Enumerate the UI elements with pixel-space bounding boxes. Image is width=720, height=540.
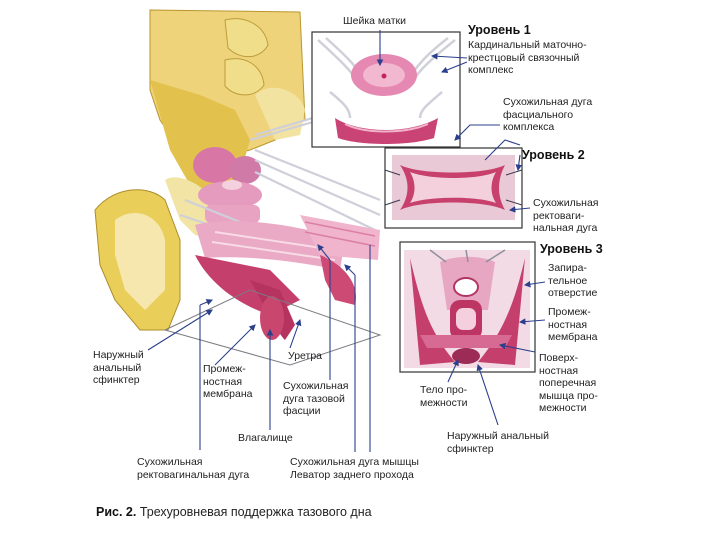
label-perineal-membrane-right: Промеж- ностная мембрана <box>548 306 598 343</box>
caption-figure-number: Рис. 2. <box>96 505 137 519</box>
label-anal-sphincter-right: Наружный анальный сфинктер <box>447 430 549 455</box>
label-fascial-arch: Сухожильная дуга фасциального комплекса <box>503 96 593 133</box>
level2-inset <box>384 147 523 229</box>
figure-caption: Рис. 2. Трехуровневая поддержка тазового… <box>96 505 372 519</box>
label-level1-desc: Кардинальный маточно- крестцовый связочн… <box>468 39 587 76</box>
label-perineal-membrane-left: Промеж- ностная мембрана <box>203 363 253 400</box>
label-cervix: Шейка матки <box>343 15 407 27</box>
sacrum-vertebrae <box>224 18 269 96</box>
label-level1: Уровень 1 <box>468 23 531 37</box>
label-rectovaginal-arch-bottom: Сухожильная ректовагинальная дуга <box>137 456 250 481</box>
leader-lines <box>147 30 546 452</box>
levator-muscle <box>195 255 356 340</box>
label-anal-sphincter-left: Наружный анальный сфинктер <box>93 349 144 386</box>
label-rectovaginal-arch-right: Сухожильная ректоваги- нальная дуга <box>533 197 599 234</box>
label-vagina: Влагалище <box>238 432 293 444</box>
label-pelvic-fascia-arch: Сухожильная дуга тазовой фасции <box>283 380 349 417</box>
label-transverse-muscle: Поверх- ностная поперечная мышца про- ме… <box>539 352 598 414</box>
level3-inset <box>399 241 536 373</box>
level1-inset <box>311 31 461 148</box>
label-perineal-body: Тело про- межности <box>420 384 468 409</box>
label-urethra: Уретра <box>288 350 323 362</box>
label-level2: Уровень 2 <box>522 148 585 162</box>
label-obturator: Запира- тельное отверстие <box>548 262 598 299</box>
perineal-plane <box>163 289 382 366</box>
label-level3: Уровень 3 <box>540 242 603 256</box>
uterus <box>193 147 262 223</box>
caption-text: Трехуровневая поддержка тазового дна <box>136 505 372 519</box>
label-levator-arch: Сухожильная дуга мышцы Леватор заднего п… <box>290 456 419 481</box>
